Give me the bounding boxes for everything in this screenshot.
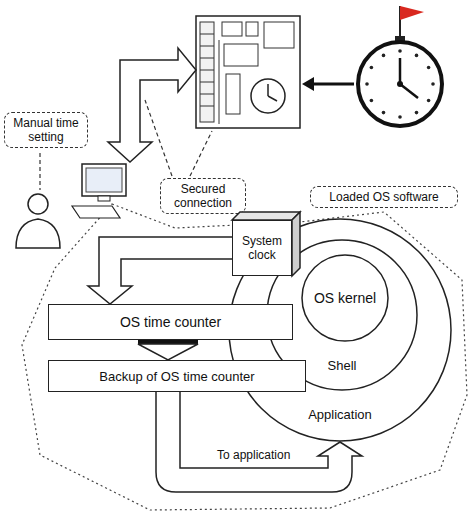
clock-box: System clock [232, 220, 292, 276]
kernel-circle: OS kernel [301, 254, 389, 342]
reference-clock [370, 66, 374, 70]
hardware-board [200, 106, 214, 107]
hardware-board [200, 94, 214, 95]
computer-icon [82, 164, 126, 196]
circle-outline [302, 255, 388, 341]
reference-clock [431, 82, 435, 86]
user-icon [16, 194, 60, 248]
box-depth [232, 212, 300, 220]
link-arrow [108, 48, 196, 162]
hardware-board [200, 34, 214, 35]
block-arrow [88, 237, 232, 304]
zoom-region [22, 204, 467, 510]
leader-line [145, 100, 172, 176]
reference-clock [365, 82, 369, 86]
computer-icon [72, 206, 120, 218]
user-icon [16, 219, 60, 248]
hardware-board [196, 16, 300, 128]
reference-clock [398, 115, 402, 119]
computer-icon [98, 196, 110, 201]
hardware-board [251, 79, 285, 113]
reference-clock [382, 54, 386, 58]
zoom-region [22, 204, 467, 510]
block-arrow [138, 340, 198, 360]
process-box: Backup of OS time counter [48, 360, 306, 392]
hardware-board [222, 22, 242, 36]
reference-clock [398, 49, 402, 53]
hardware-board [200, 46, 214, 47]
reference-clock [400, 6, 424, 20]
user-icon [28, 194, 48, 214]
process-box: OS time counter [48, 304, 293, 340]
leader-line [190, 131, 212, 176]
hardware-board [219, 40, 220, 124]
reference-clock [415, 54, 419, 58]
reference-clock [427, 99, 431, 103]
reference-clock [399, 58, 402, 84]
hardware-board [267, 84, 269, 96]
node-text: Manual time setting [10, 116, 82, 144]
box-depth [292, 212, 300, 276]
reference-clock [382, 111, 386, 115]
hardware-board [200, 22, 214, 122]
callout-note: Manual time setting [4, 112, 88, 148]
reference-clock [370, 99, 374, 103]
reference-clock [427, 66, 431, 70]
node-text: Application [228, 407, 452, 423]
node-text: OS kernel [301, 290, 389, 306]
hardware-board [268, 96, 277, 101]
block-arrow [138, 344, 198, 360]
reference-clock [397, 81, 403, 87]
leader-line [39, 153, 40, 190]
reference-clock [358, 42, 442, 126]
hardware-board [224, 44, 258, 66]
hardware-board [200, 58, 214, 59]
hardware-board [264, 22, 294, 48]
reference-clock [400, 84, 418, 98]
hardware-board [226, 74, 240, 114]
callout-note: Loaded OS software [310, 186, 458, 208]
link-arrow [108, 48, 196, 162]
clock-arrow [312, 83, 354, 86]
computer-icon [86, 168, 122, 192]
node-text: Loaded OS software [316, 190, 452, 204]
hardware-board [246, 22, 258, 36]
hardware-board [200, 82, 214, 83]
reference-clock [415, 111, 419, 115]
callout-note: Secured connection [160, 178, 246, 214]
reference-clock [358, 6, 442, 126]
hardware-board [200, 70, 214, 71]
block-arrow [88, 237, 232, 304]
node-text: Backup of OS time counter [99, 369, 254, 384]
clock-arrow [302, 77, 354, 91]
clock-arrow [302, 77, 314, 91]
computer-icon [72, 164, 126, 218]
hardware-board [196, 16, 300, 128]
node-text: System clock [237, 234, 287, 262]
node-text: OS time counter [120, 314, 221, 330]
edge-label: To application [215, 448, 292, 462]
node-text: Secured connection [166, 182, 240, 210]
